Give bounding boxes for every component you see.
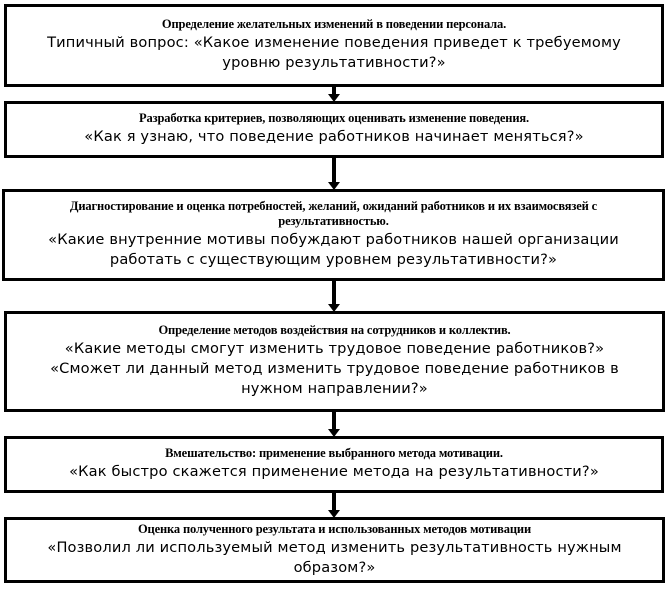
connector-3 (326, 280, 342, 312)
flow-node-5: Вмешательство: применение выбранного мет… (4, 436, 664, 493)
connector-2 (326, 157, 342, 190)
flow-node-2-heading: Разработка критериев, позволяющих оценив… (139, 111, 529, 125)
flow-node-6-body: «Позволил ли используемый метод изменить… (13, 538, 656, 578)
flow-node-1-body: Типичный вопрос: «Какое изменение поведе… (13, 33, 655, 73)
arrow-down-icon-stem (332, 492, 336, 511)
flow-node-3-heading: Диагностирование и оценка потребностей, … (69, 199, 598, 228)
connector-1 (326, 86, 342, 102)
flow-node-4: Определение методов воздействия на сотру… (4, 311, 665, 412)
flow-node-1-body-line-2: уровню результативности?» (222, 54, 446, 71)
connector-4 (326, 411, 342, 437)
flow-node-3-body-line-2: работать с существующим уровнем результа… (109, 251, 558, 268)
flow-node-5-body-line-1: «Как быстро скажется применение метода н… (69, 463, 599, 480)
flow-node-5-body: «Как быстро скажется применение метода н… (13, 462, 655, 482)
flow-node-6-body-line-2: образом?» (293, 558, 376, 576)
flow-node-4-heading: Определение методов воздействия на сотру… (158, 323, 511, 337)
flow-node-4-body: «Какие методы смогут изменить трудовое п… (13, 339, 656, 399)
flow-node-3-body-line-1: «Какие внутренние мотивы побуждают работ… (48, 231, 619, 248)
flow-node-2: Разработка критериев, позволяющих оценив… (4, 101, 664, 158)
flow-node-2-body-line-1: «Как я узнаю, что поведение работников н… (84, 128, 584, 145)
flow-node-4-body-line-3: нужном направлении?» (241, 380, 428, 397)
flow-node-5-heading: Вмешательство: применение выбранного мет… (165, 446, 503, 460)
flow-node-6-heading: Оценка полученного результата и использо… (137, 521, 532, 536)
flow-node-2-body: «Как я узнаю, что поведение работников н… (13, 127, 655, 147)
flow-node-1-heading: Определение желательных изменений в пове… (161, 17, 507, 31)
arrow-down-icon-stem (332, 157, 336, 183)
arrow-down-icon-stem (332, 411, 336, 430)
flow-node-4-body-line-2: «Сможет ли данный метод изменить трудово… (50, 360, 619, 377)
flow-node-6-body-line-1: «Позволил ли используемый метод изменить… (47, 538, 622, 556)
arrow-down-icon-stem (332, 280, 336, 305)
connector-5 (326, 492, 342, 518)
flow-node-6: Оценка полученного результата и использо… (4, 517, 665, 583)
flow-node-1-body-line-1: Типичный вопрос: «Какое изменение поведе… (47, 34, 621, 51)
flow-node-4-body-line-1: «Какие методы смогут изменить трудовое п… (64, 340, 605, 357)
flow-node-3: Диагностирование и оценка потребностей, … (2, 189, 665, 281)
arrow-down-icon-stem (332, 86, 336, 95)
flow-node-3-body: «Какие внутренние мотивы побуждают работ… (11, 230, 656, 270)
flow-node-1: Определение желательных изменений в пове… (4, 4, 664, 87)
